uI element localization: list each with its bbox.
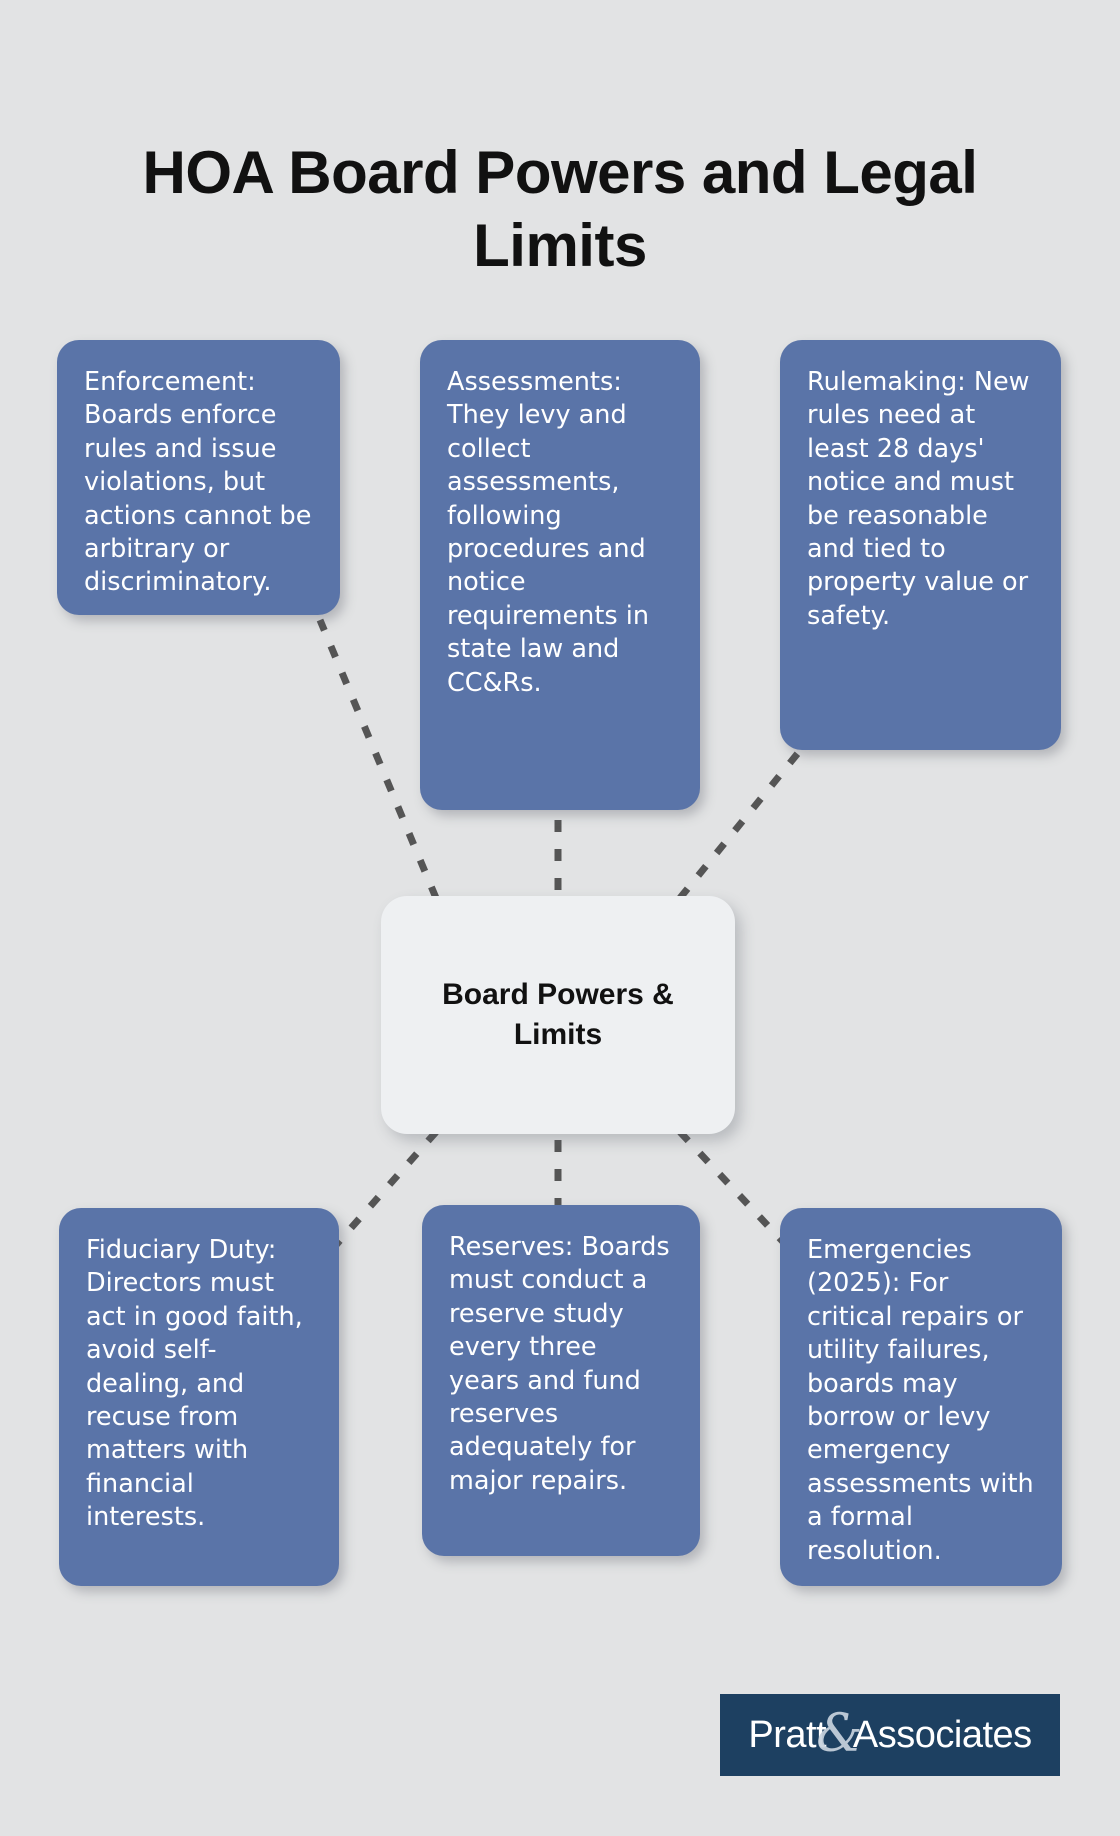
card-assessments[interactable]: Assessments: They levy and collect asses…: [420, 340, 700, 810]
card-enforcement-text: Enforcement: Boards enforce rules and is…: [84, 367, 312, 598]
logo-name-left: Pratt: [748, 1713, 827, 1756]
card-fiduciary-duty[interactable]: Fiduciary Duty: Directors must act in go…: [59, 1208, 339, 1586]
center-node-label: Board Powers & Limits: [442, 978, 674, 1051]
page-title: HOA Board Powers and Legal Limits: [142, 139, 978, 280]
card-emergencies[interactable]: Emergencies (2025): For critical repairs…: [780, 1208, 1062, 1586]
connector-hub-to-enforcement: [316, 618, 440, 900]
card-enforcement[interactable]: Enforcement: Boards enforce rules and is…: [57, 340, 340, 615]
connector-hub-to-fiduciary: [333, 1129, 439, 1248]
card-assessments-text: Assessments: They levy and collect asses…: [447, 367, 649, 698]
card-emergencies-text: Emergencies (2025): For critical repairs…: [807, 1235, 1034, 1566]
card-reserves-text: Reserves: Boards must conduct a reserve …: [449, 1232, 670, 1496]
card-fiduciary-duty-text: Fiduciary Duty: Directors must act in go…: [86, 1235, 303, 1533]
logo-name-right: Associates: [852, 1713, 1032, 1756]
card-rulemaking-text: Rulemaking: New rules need at least 28 d…: [807, 367, 1030, 631]
card-rulemaking[interactable]: Rulemaking: New rules need at least 28 d…: [780, 340, 1061, 750]
logo-text: Pratt&Associates: [748, 1703, 1032, 1764]
center-node-board-powers-limits[interactable]: Board Powers & Limits: [381, 896, 735, 1134]
logo-pratt-associates[interactable]: Pratt&Associates: [720, 1694, 1060, 1776]
card-reserves[interactable]: Reserves: Boards must conduct a reserve …: [422, 1205, 700, 1556]
